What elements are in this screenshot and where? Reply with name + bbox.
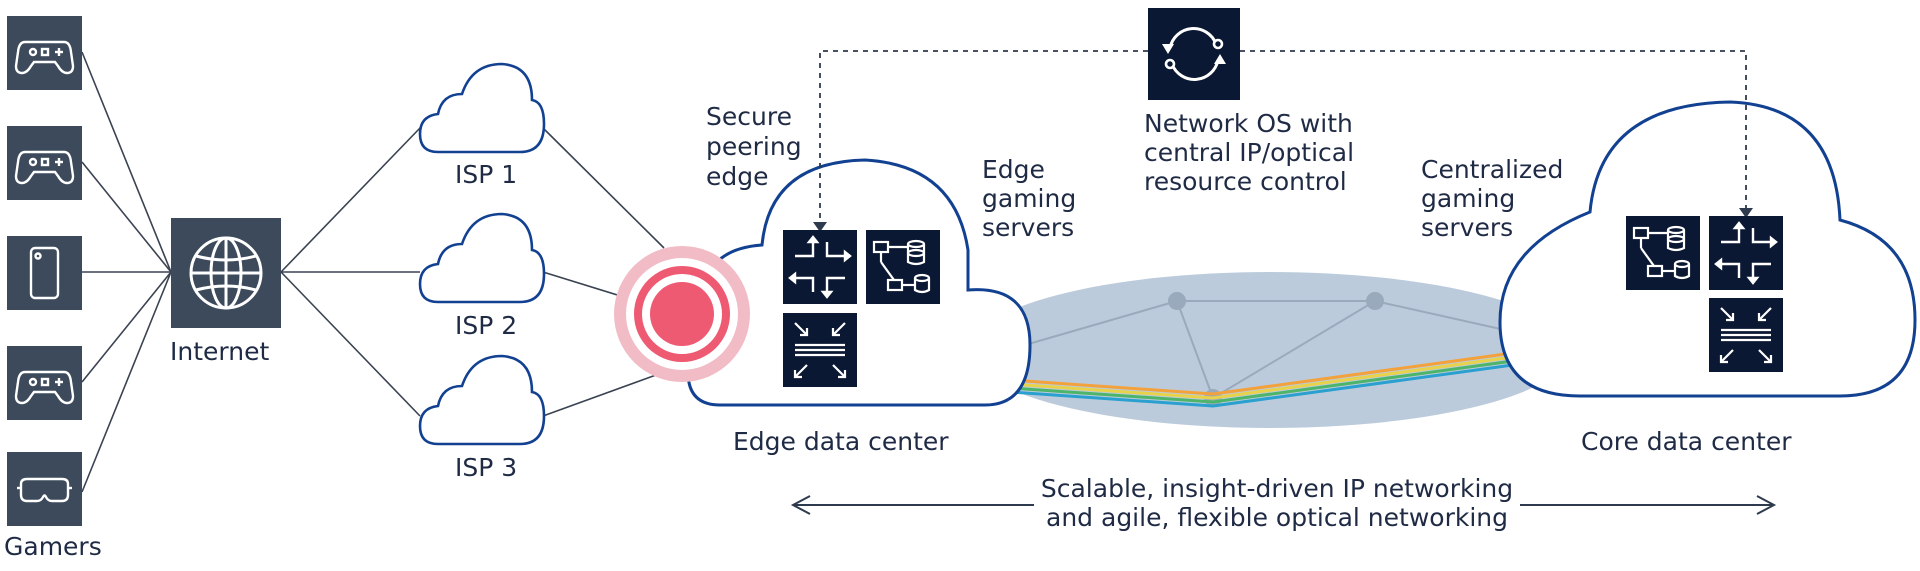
caption-line: Scalable, insight-driven IP networking bbox=[1041, 474, 1513, 503]
edge-gaming-label: Edge gaming servers bbox=[982, 155, 1076, 242]
secure-peering-line: edge bbox=[706, 162, 769, 191]
edge-gaming-line: Edge bbox=[982, 155, 1045, 184]
edge-gaming-line: servers bbox=[982, 213, 1074, 242]
mesh-node bbox=[1366, 292, 1384, 310]
access-links bbox=[81, 51, 665, 493]
peering-target bbox=[614, 246, 750, 382]
control-dashed-lines bbox=[819, 50, 1747, 222]
bottom-caption: Scalable, insight-driven IP networking a… bbox=[790, 474, 1777, 532]
router-icon bbox=[1709, 216, 1783, 290]
vr-headset-icon bbox=[7, 452, 82, 526]
secure-peering-line: peering bbox=[706, 132, 802, 161]
gamepad-icon bbox=[7, 126, 82, 200]
smartphone-icon bbox=[7, 236, 82, 310]
isp1-cloud bbox=[418, 62, 546, 154]
network-os-line: Network OS with bbox=[1144, 109, 1353, 138]
globe-icon bbox=[171, 218, 281, 328]
network-os-line: resource control bbox=[1144, 167, 1347, 196]
edge-dc-label: Edge data center bbox=[733, 427, 949, 456]
internet-label: Internet bbox=[170, 337, 269, 366]
centralized-gaming-line: Centralized bbox=[1421, 155, 1563, 184]
mesh-node bbox=[1168, 292, 1186, 310]
transport-network bbox=[970, 272, 1570, 428]
optical-switch-icon bbox=[783, 313, 857, 387]
optical-switch-icon bbox=[1709, 298, 1783, 372]
control-arrowheads bbox=[813, 208, 1753, 232]
gamepad-icon bbox=[7, 346, 82, 420]
transport-ellipse bbox=[970, 272, 1570, 428]
centralized-gaming-line: servers bbox=[1421, 213, 1513, 242]
isp2-label: ISP 2 bbox=[455, 311, 517, 340]
gamepad-icon bbox=[7, 16, 82, 90]
core-dc-cloud bbox=[1498, 100, 1917, 398]
isp1-label: ISP 1 bbox=[455, 160, 517, 189]
caption-line: and agile, flexible optical networking bbox=[1046, 503, 1508, 532]
centralized-gaming-line: gaming bbox=[1421, 184, 1515, 213]
core-dc-label: Core data center bbox=[1581, 427, 1792, 456]
isp2-cloud bbox=[418, 212, 546, 304]
router-icon bbox=[783, 230, 857, 304]
secure-peering-label: Secure peering edge bbox=[706, 102, 802, 191]
gamers-label: Gamers bbox=[4, 532, 102, 561]
secure-peering-line: Secure bbox=[706, 102, 792, 131]
mesh-links bbox=[1024, 300, 1506, 399]
network-os-label: Network OS with central IP/optical resou… bbox=[1144, 109, 1354, 196]
gamer-devices bbox=[7, 16, 82, 526]
network-os-line: central IP/optical bbox=[1144, 138, 1354, 167]
database-network-icon bbox=[1626, 216, 1700, 290]
optical-rainbow-path bbox=[1009, 350, 1521, 408]
centralized-gaming-label: Centralized gaming servers bbox=[1421, 155, 1563, 242]
isp-clouds bbox=[418, 62, 546, 446]
database-network-icon bbox=[866, 230, 940, 304]
sync-cycle-icon bbox=[1148, 8, 1240, 100]
edge-gaming-line: gaming bbox=[982, 184, 1076, 213]
isp3-label: ISP 3 bbox=[455, 453, 517, 482]
isp3-cloud bbox=[418, 354, 546, 446]
